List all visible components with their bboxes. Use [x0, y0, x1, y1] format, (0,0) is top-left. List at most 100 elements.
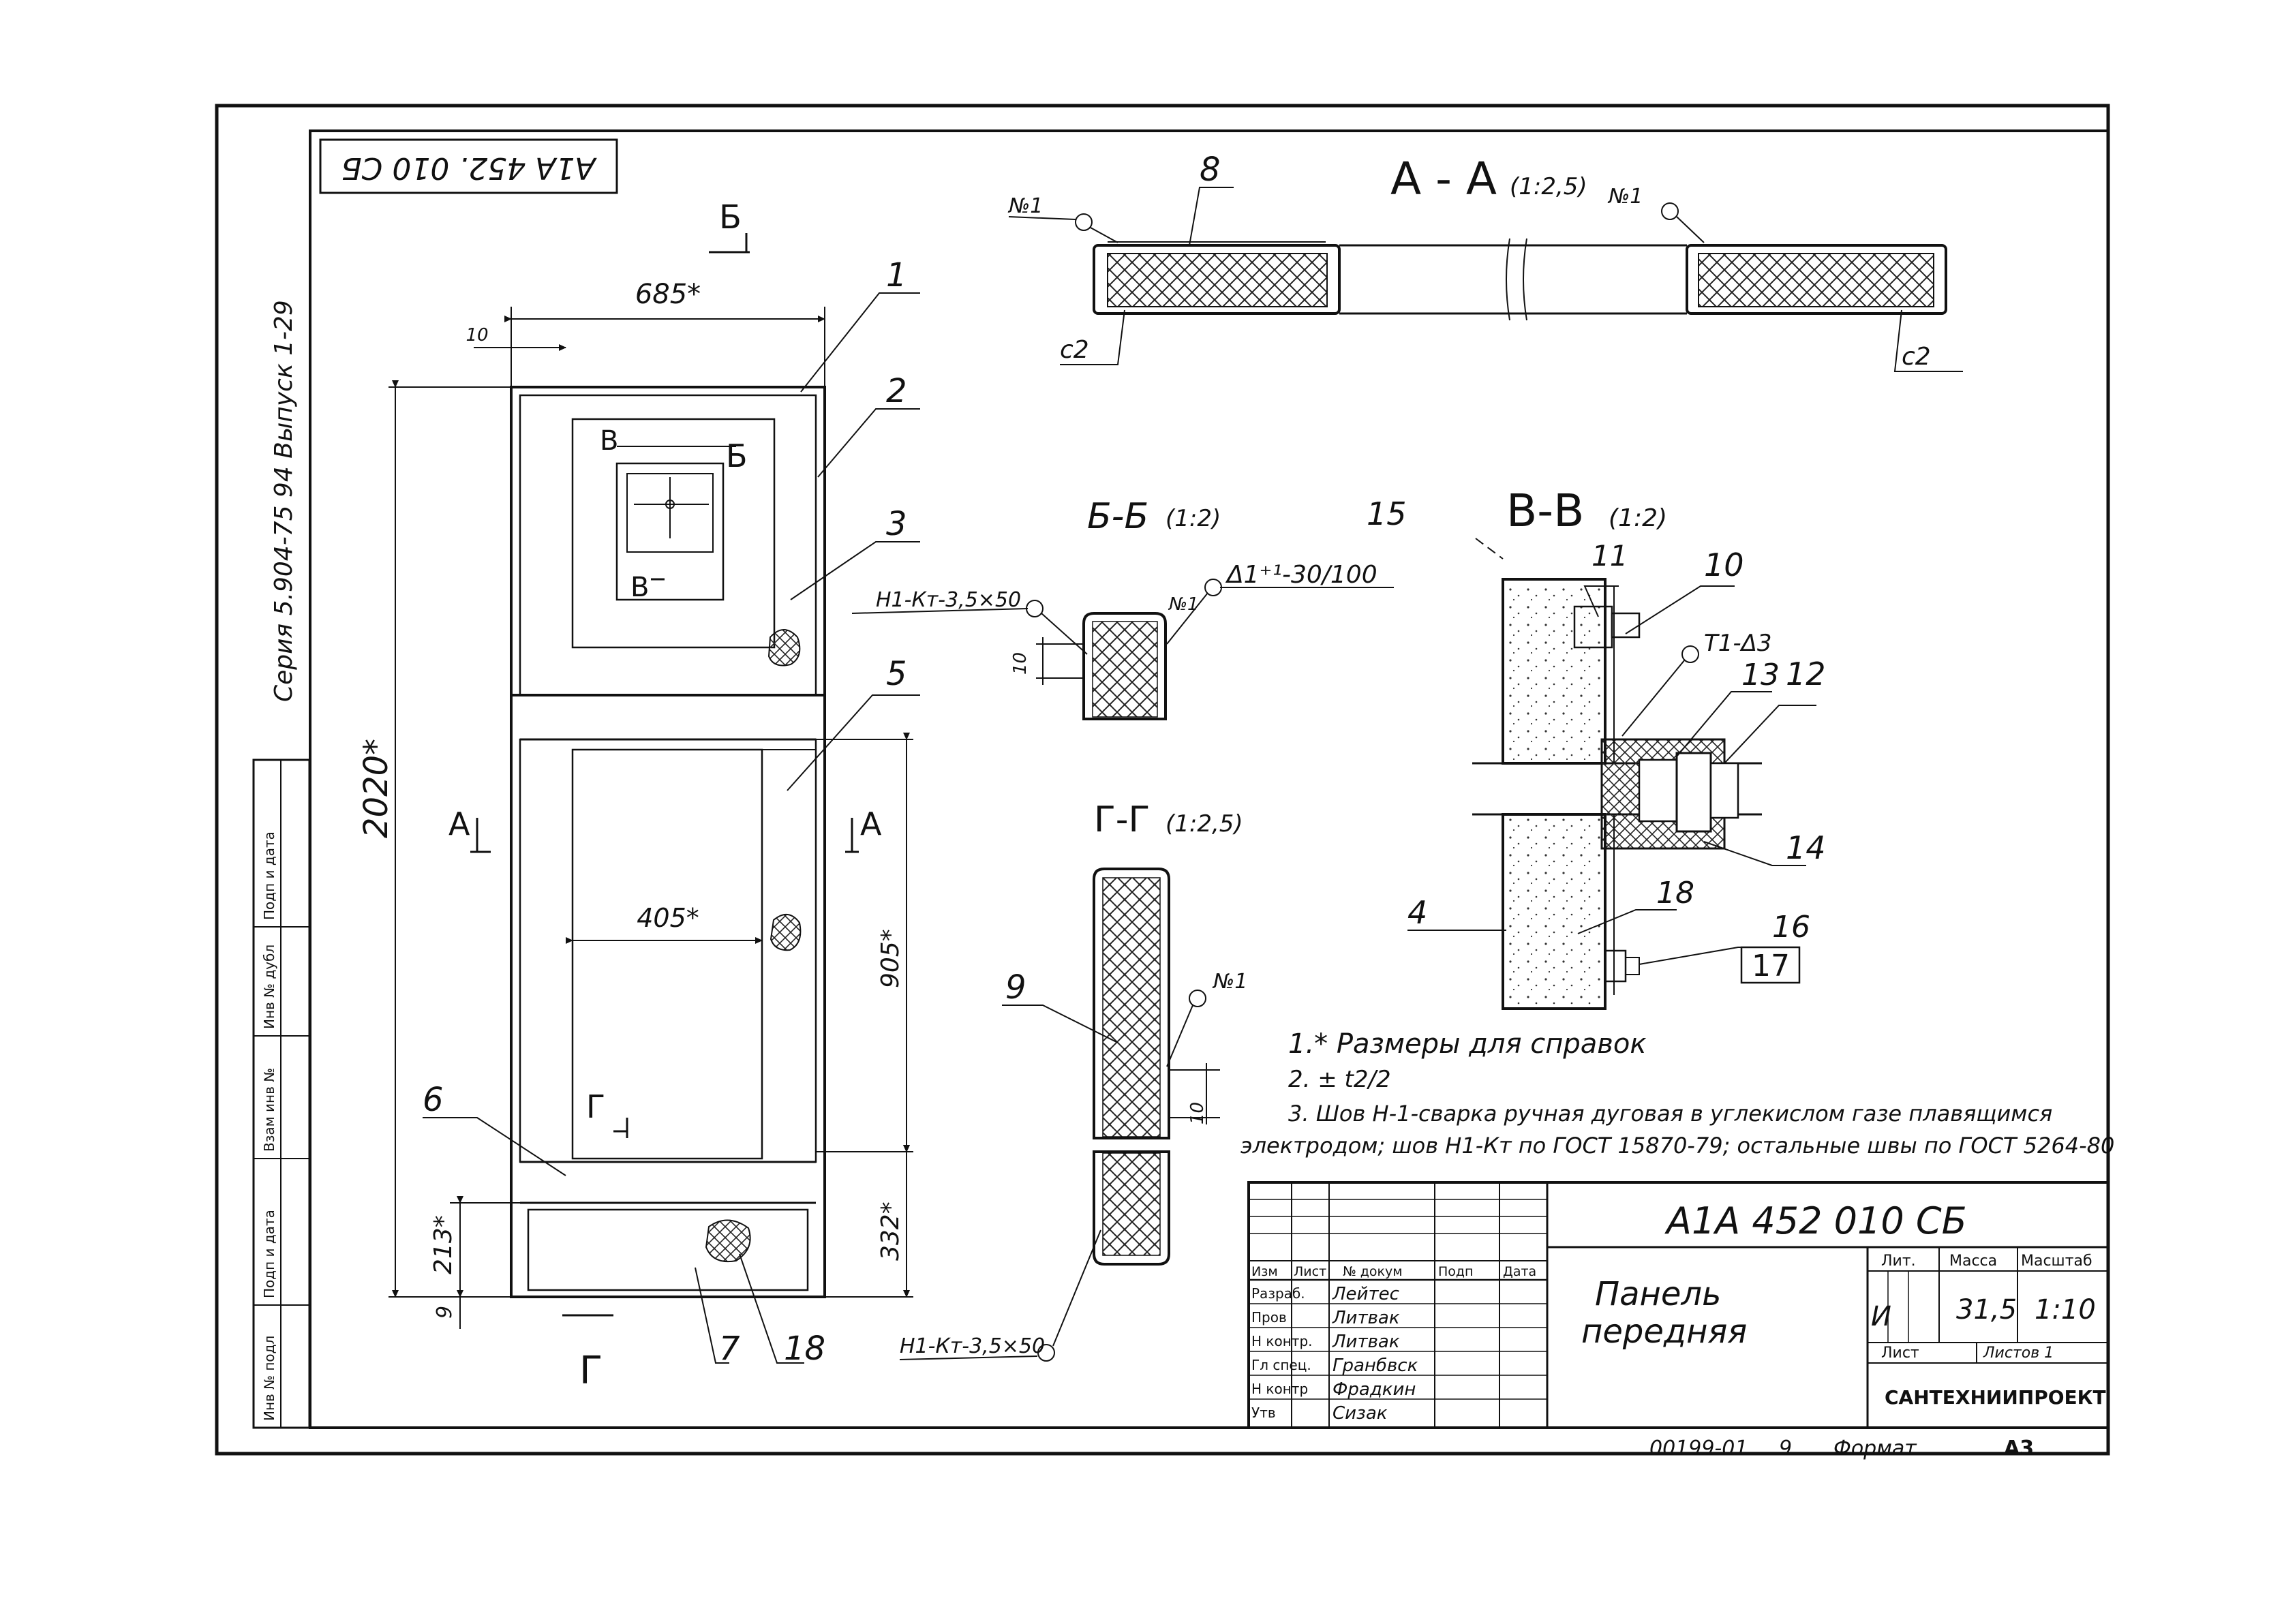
designation-stamp: А1А 452. 010 СБ — [319, 138, 618, 194]
section-aa-part: 8 — [1200, 151, 1221, 189]
dim-lower: 213* — [429, 1215, 457, 1274]
row-name-3: Литвак — [1332, 1332, 1400, 1352]
dim-bottom: 332* — [877, 1201, 904, 1261]
callout-10: 10 — [1704, 547, 1744, 583]
cut-aa-left: А — [448, 806, 470, 842]
title-name-2: передняя — [1581, 1313, 1747, 1351]
footer-format-label: Формат — [1833, 1437, 1917, 1460]
section-bb-scale: (1:2) — [1166, 505, 1221, 532]
dim-inner-height: 905* — [877, 929, 904, 988]
series-text: Серия 5.904-75 94 Выпуск 1-29 — [270, 300, 298, 702]
cut-markers — [470, 233, 859, 1317]
side-label-1: Инв № подл — [261, 1336, 277, 1421]
drawing-frame — [215, 104, 2110, 1456]
section-aa-label-left: с2 — [1060, 336, 1089, 364]
section-aa-title: А - А — [1390, 153, 1497, 205]
lit-value: И — [1871, 1301, 1891, 1332]
section-bb-title: Б-Б — [1087, 496, 1148, 537]
note-3: 3. Шов Н-1-сварка ручная дуговая в углек… — [1288, 1101, 2052, 1127]
callout-7: 7 — [719, 1330, 740, 1368]
dim-gap: 9 — [433, 1306, 457, 1319]
mass-value: 31,5 — [1956, 1294, 2017, 1326]
row-role-1: Разраб. — [1251, 1285, 1305, 1302]
callout-6: 6 — [423, 1081, 444, 1119]
callout-14: 14 — [1786, 829, 1826, 866]
section-aa — [1008, 187, 1963, 372]
title-name-1: Панель — [1595, 1275, 1721, 1313]
role-header-doc: № докум — [1343, 1264, 1403, 1279]
row-name-5: Фрадкин — [1333, 1379, 1416, 1400]
section-gg-weld-bottom: Н1-Кт-3,5×50 — [900, 1334, 1045, 1358]
lit-header: Лит. — [1881, 1253, 1916, 1270]
section-aa-label-right: с2 — [1902, 343, 1931, 371]
section-bb-dim: 10 — [1010, 652, 1031, 675]
note-3-cont: электродом; шов Н1-Кт по ГОСТ 15870-79; … — [1240, 1133, 2114, 1159]
scale-header: Масштаб — [2021, 1253, 2092, 1270]
note-1: 1.* Размеры для справок — [1288, 1028, 1647, 1060]
designation-text: А1А 452. 010 СБ — [341, 151, 597, 185]
section-vv-title: В-В — [1506, 485, 1584, 537]
dim-width: 685* — [635, 279, 701, 310]
main-view — [510, 386, 826, 1298]
cut-aa-right: А — [860, 806, 882, 842]
section-gg-dim: 10 — [1187, 1102, 1208, 1124]
note-2: 2. ± t2/2 — [1288, 1066, 1391, 1093]
section-gg — [899, 868, 1220, 1362]
section-vv-scale: (1:2) — [1609, 504, 1667, 532]
footer-copy-number: 00199-01 — [1649, 1437, 1748, 1460]
footer-format-value: А3 — [2004, 1437, 2034, 1460]
row-role-4: Гл спец. — [1251, 1357, 1311, 1373]
callout-12: 12 — [1786, 656, 1826, 692]
callout-18-vv: 18 — [1656, 876, 1694, 910]
section-aa-weld-right: №1 — [1607, 185, 1643, 209]
cut-bb-top: Б — [719, 198, 742, 236]
role-header-list: Лист — [1294, 1264, 1326, 1279]
callout-11: 11 — [1592, 539, 1628, 572]
row-name-6: Сизак — [1333, 1403, 1388, 1424]
callout-17: 17 — [1752, 949, 1790, 983]
sheets-label: Листов 1 — [1983, 1345, 2054, 1362]
dim-inner-width: 405* — [637, 903, 699, 933]
section-aa-scale: (1:2,5) — [1510, 173, 1587, 200]
callout-1: 1 — [886, 256, 907, 294]
role-header-izm: Изм — [1251, 1264, 1278, 1279]
row-name-2: Литвак — [1332, 1308, 1400, 1328]
callout-13: 13 — [1741, 658, 1780, 692]
cut-vv-top: В — [600, 425, 618, 457]
section-gg-weld-top: №1 — [1212, 970, 1247, 994]
section-bb-weld-left: Н1-Кт-3,5×50 — [876, 588, 1021, 612]
callout-2: 2 — [886, 372, 907, 410]
side-label-5: Подп и дата — [261, 831, 277, 920]
title-block — [1247, 1181, 2110, 1429]
side-label-4: Инв № дубл — [261, 945, 277, 1029]
cut-gg-bottom: Г — [579, 1349, 603, 1393]
section-bb-weld-right: Δ1⁺¹-30/100 — [1225, 561, 1377, 589]
callout-4: 4 — [1407, 894, 1427, 931]
row-role-2: Пров — [1251, 1309, 1287, 1326]
row-role-6: Утв — [1251, 1405, 1276, 1421]
callout-15: 15 — [1367, 495, 1407, 532]
side-label-2: Подп и дата — [261, 1210, 277, 1298]
organization: САНТЕХНИИПРОЕКТ — [1885, 1386, 2106, 1409]
main-view-dimensions — [389, 307, 913, 1329]
side-label-3: Взам инв № — [261, 1068, 277, 1152]
sheet-label: Лист — [1881, 1345, 1919, 1362]
role-header-date: Дата — [1503, 1264, 1536, 1279]
dim-height: 2020* — [357, 739, 395, 838]
section-vv-weld: Т1-Δ3 — [1704, 630, 1772, 657]
row-role-5: Н контр — [1251, 1381, 1308, 1397]
footer-sheet-no: 9 — [1779, 1437, 1792, 1460]
mass-header: Масса — [1949, 1253, 1997, 1270]
section-bb — [851, 579, 1394, 720]
section-vv — [1407, 538, 1816, 1010]
callout-18-main: 18 — [784, 1330, 825, 1368]
row-name-4: Гранбвск — [1333, 1355, 1418, 1376]
scale-value: 1:10 — [2035, 1294, 2096, 1326]
callout-3: 3 — [886, 505, 907, 543]
panel-outline — [510, 386, 826, 1298]
title-designation: А1А 452 010 СБ — [1664, 1199, 1967, 1242]
cut-gg-mid: Г — [586, 1088, 605, 1125]
section-gg-part: 9 — [1005, 968, 1026, 1007]
section-bb-weld-right-id: №1 — [1168, 594, 1199, 615]
cut-bb-right: Б — [726, 438, 748, 474]
